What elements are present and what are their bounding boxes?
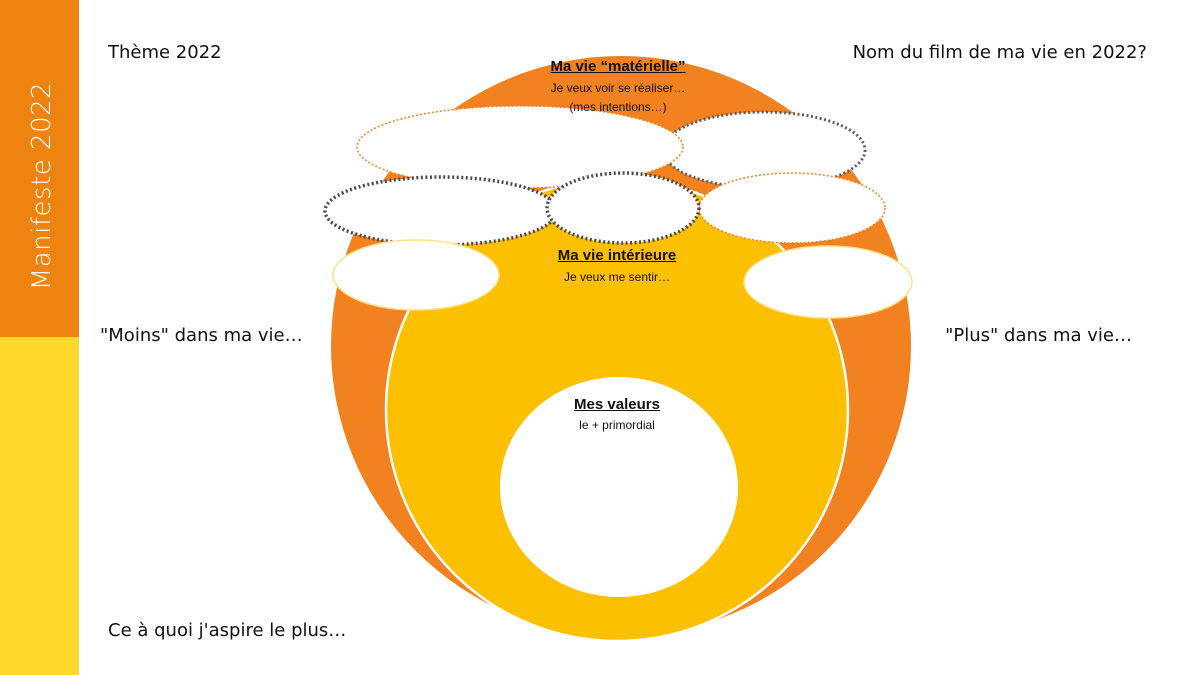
side-ellipse-right (743, 245, 913, 319)
plus-label: "Plus" dans ma vie… (945, 325, 1132, 346)
cloud-ellipse-top-left (356, 105, 684, 189)
aspiration-label: Ce à quoi j'aspire le plus… (108, 620, 347, 641)
outer-title: Ma vie “matérielle” (550, 58, 686, 75)
outer-subtitle-line2: (mes intentions…) (569, 100, 667, 114)
inner-circle-valeurs (500, 377, 738, 597)
film-title-label: Nom du film de ma vie en 2022? (852, 42, 1147, 63)
sidebar-orange-band (0, 0, 79, 337)
middle-subtitle: Je veux me sentir… (563, 270, 671, 284)
inner-title: Mes valeurs (574, 396, 660, 413)
outer-subtitle-line1: Je veux voir se réaliser… (550, 81, 686, 95)
cloud-ellipse-middle-right (698, 172, 886, 244)
moins-label: "Moins" dans ma vie… (100, 325, 303, 346)
middle-title: Ma vie intérieure (557, 247, 677, 264)
cloud-ellipse-top-right (661, 110, 867, 190)
side-ellipse-left (332, 239, 500, 311)
theme-label: Thème 2022 (108, 42, 222, 63)
sidebar-yellow-band (0, 337, 79, 675)
inner-subtitle: le + primordial (579, 418, 655, 432)
cloud-ellipse-middle-left (323, 175, 559, 247)
cloud-ellipse-center (545, 171, 701, 245)
